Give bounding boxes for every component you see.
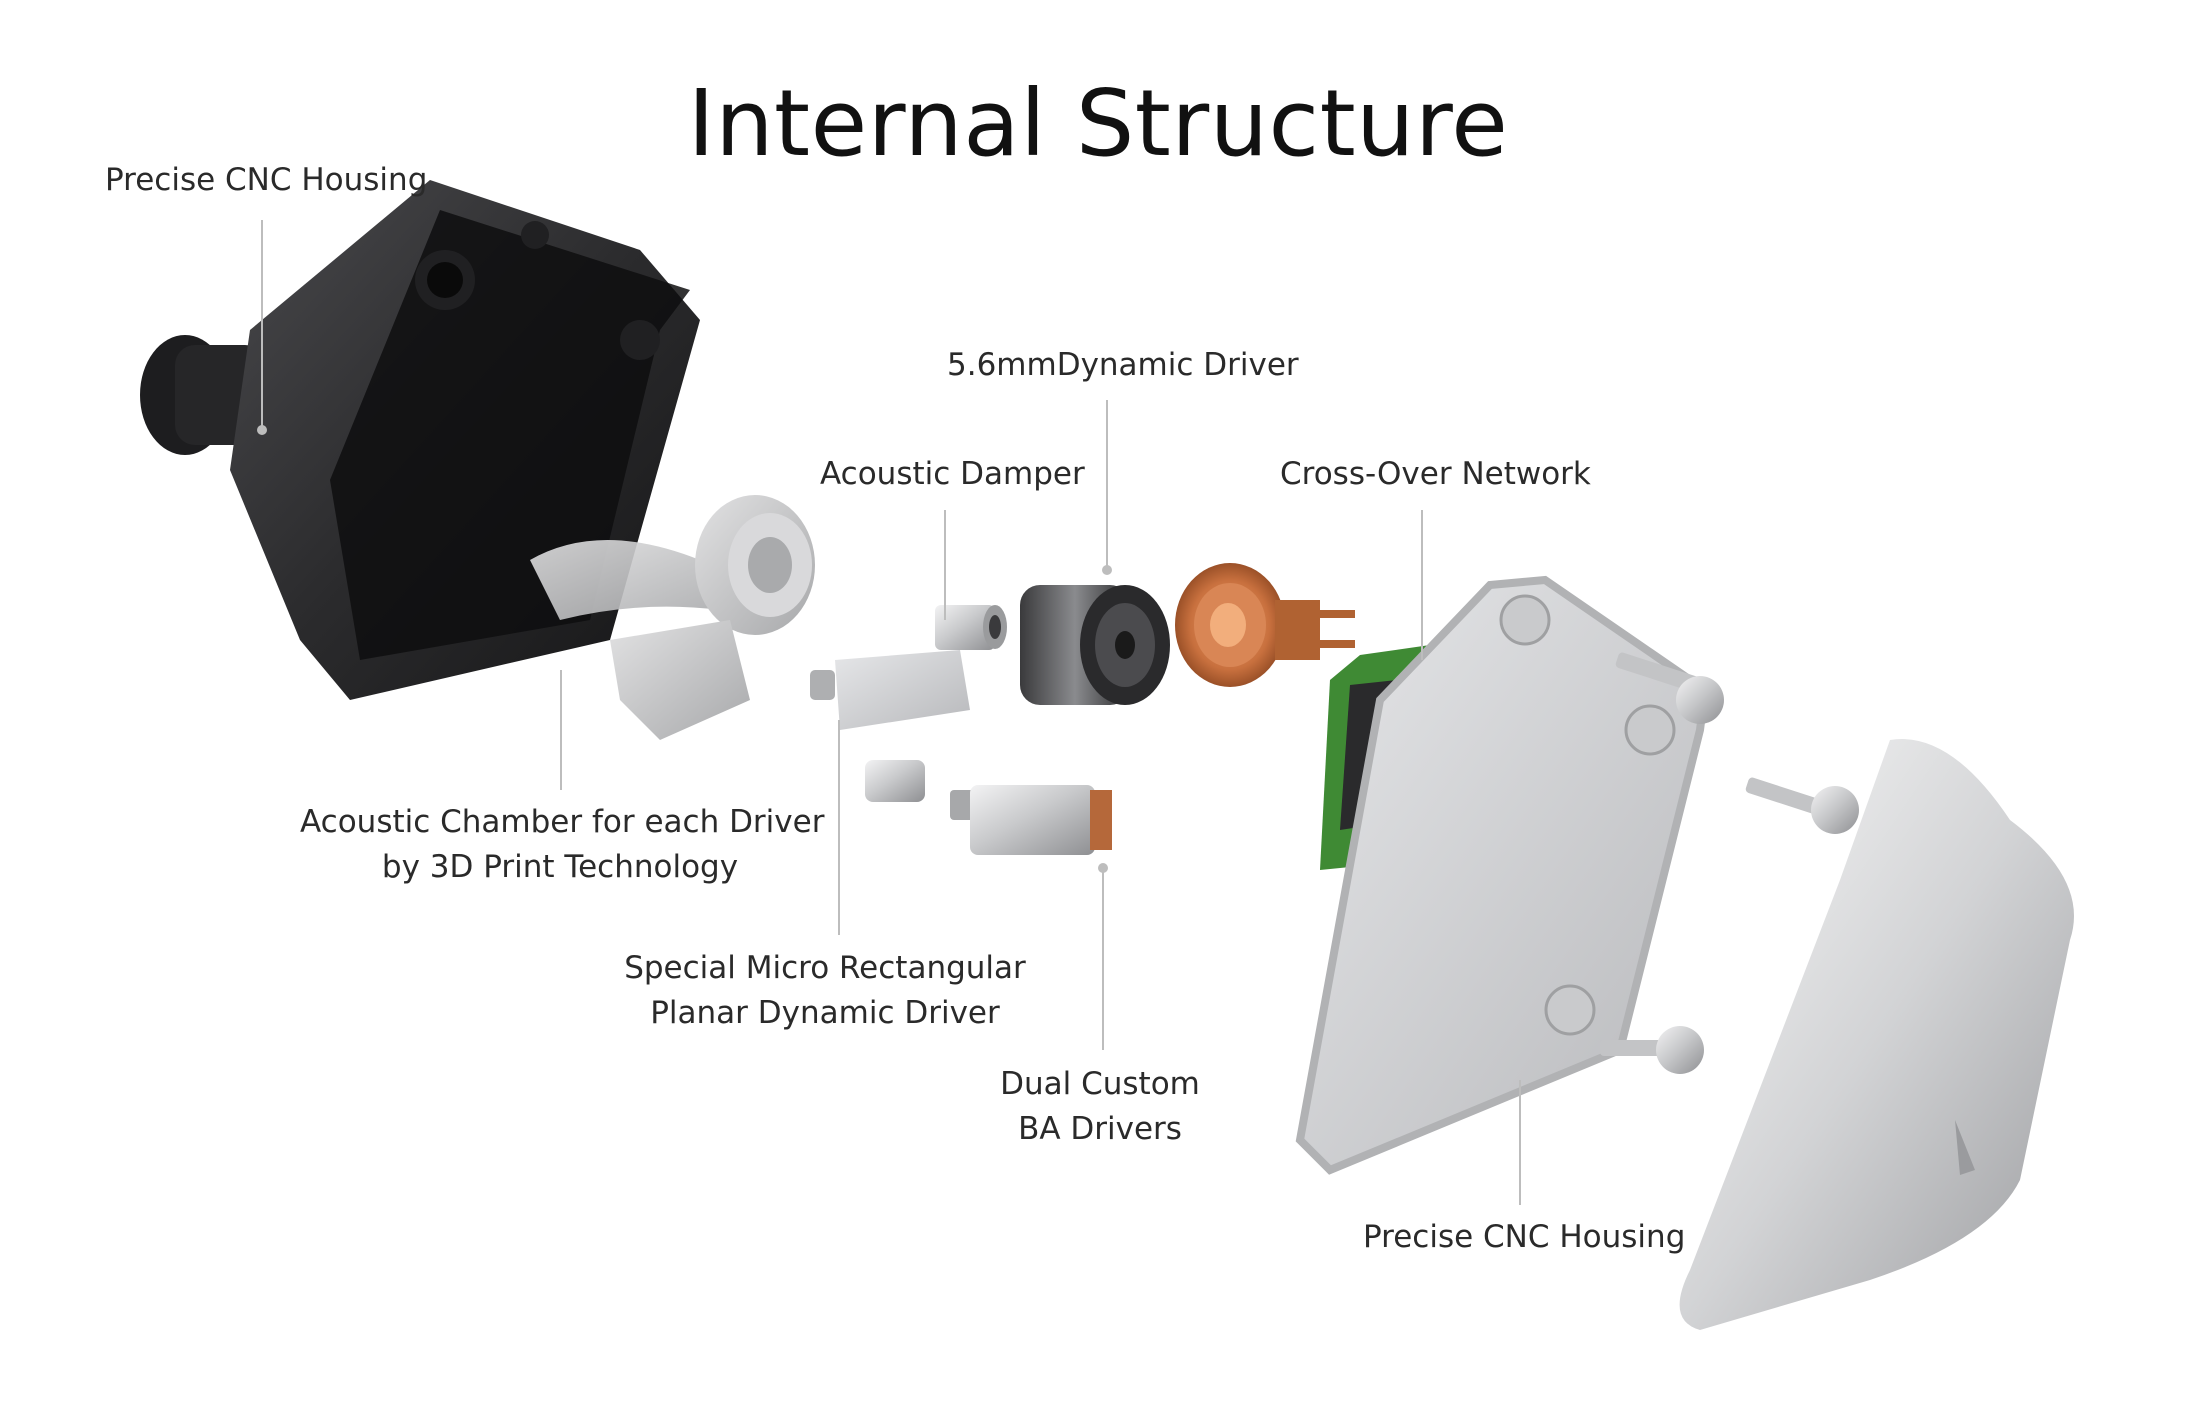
label-crossover: Cross-Over Network	[1280, 456, 1591, 492]
planar-driver-part	[810, 650, 970, 730]
label-chamber: Acoustic Chamber for each Driver by 3D P…	[300, 800, 825, 890]
label-chamber-line2: by 3D Print Technology	[381, 849, 739, 885]
label-dynamic-driver: 5.6mmDynamic Driver	[947, 347, 1299, 383]
acoustic-damper-part	[935, 605, 1007, 650]
outer-silver-shell-part	[1679, 739, 2074, 1330]
leader-dot-housing-top	[257, 425, 267, 435]
copper-connector-part	[1175, 563, 1355, 687]
label-acoustic-damper: Acoustic Damper	[820, 456, 1085, 492]
label-housing-bottom: Precise CNC Housing	[1363, 1219, 1686, 1255]
label-planar: Special Micro Rectangular Planar Dynamic…	[600, 946, 1050, 1036]
label-planar-line2: Planar Dynamic Driver	[650, 995, 1000, 1031]
leader-dot-ba	[1098, 863, 1108, 873]
acoustic-chamber-3d-print	[530, 495, 815, 740]
silver-faceplate-part	[1295, 575, 1859, 1175]
diagram-title: Internal Structure	[687, 70, 1509, 177]
dark-cnc-housing	[140, 180, 700, 700]
label-chamber-line1: Acoustic Chamber for each Driver	[300, 804, 825, 840]
label-ba-line1: Dual Custom	[1000, 1066, 1200, 1102]
leader-dot-dynamic-driver	[1102, 565, 1112, 575]
leader-lines	[257, 220, 1521, 1205]
ba-drivers-part	[865, 760, 1112, 855]
dynamic-driver-part	[1020, 585, 1170, 705]
label-ba-line2: BA Drivers	[1018, 1111, 1182, 1147]
label-housing-top: Precise CNC Housing	[105, 162, 428, 198]
label-ba-drivers: Dual Custom BA Drivers	[960, 1062, 1240, 1152]
label-planar-line1: Special Micro Rectangular	[624, 950, 1026, 986]
